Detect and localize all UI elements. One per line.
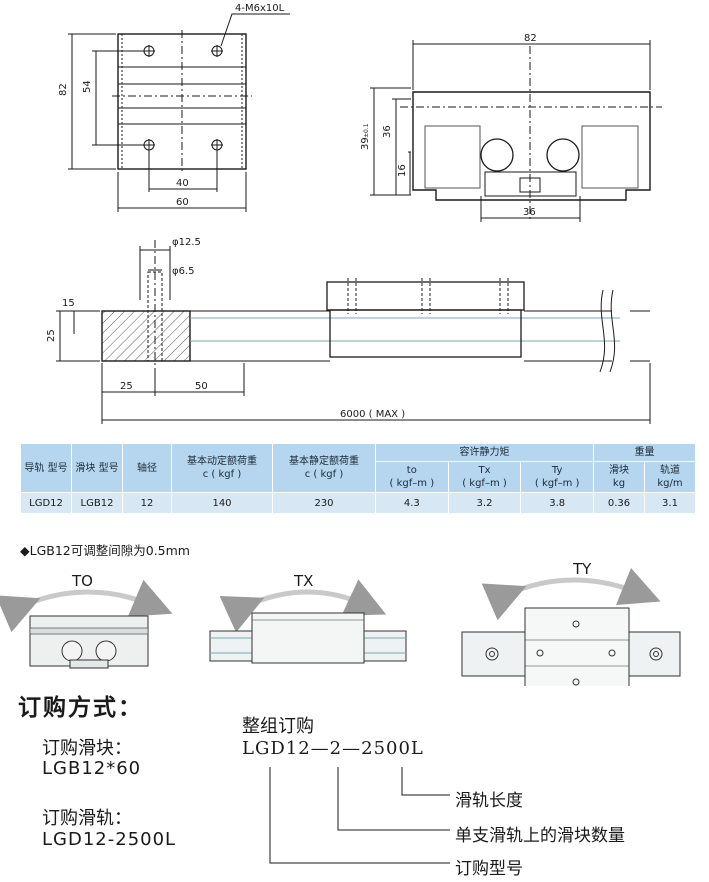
dim-82-end: 82	[524, 33, 537, 44]
dim-40: 40	[176, 178, 189, 189]
header-tx-unit: ( kgf–m )	[462, 478, 507, 489]
order-block-code: LGB12*60	[42, 758, 142, 779]
clearance-note: ◆LGB12可调整间隙为0.5mm	[20, 543, 190, 558]
header-weight-rail-unit: kg/m	[657, 478, 683, 489]
code-callout-lines	[269, 767, 450, 864]
cell-tx: 3.2	[447, 492, 522, 514]
cell-rail-model: LGD12	[20, 492, 72, 514]
dim-6000-max: 6000 ( MAX )	[340, 409, 405, 420]
header-static-load-unit: c ( kgf )	[304, 469, 344, 480]
cell-to: 4.3	[375, 492, 449, 514]
dim-15: 15	[62, 298, 75, 309]
tx-diagram: TX	[209, 572, 407, 664]
dim-dia-12-5: φ12.5	[172, 237, 201, 248]
block-top-view	[68, 13, 290, 212]
dim-16: 16	[397, 164, 408, 177]
header-static-load: 基本静定额荷重	[289, 456, 359, 467]
order-block-label: 订购滑块：	[42, 738, 132, 759]
to-label: TO	[71, 572, 93, 590]
dim-39-tolerance: ±0.1	[363, 123, 370, 138]
header-weight-rail: 轨道	[660, 465, 680, 476]
block-end-view	[370, 40, 662, 222]
order-rail-label: 订购滑轨：	[42, 808, 132, 829]
header-weight-block-unit: kg	[612, 478, 626, 489]
table-row: LGD12 LGB12 12 140 230 4.3 3.2 3.8 0.36 …	[20, 492, 696, 514]
cell-static-load: 230	[272, 492, 376, 514]
dim-50: 50	[195, 381, 208, 392]
cell-dynamic-load: 140	[171, 492, 273, 514]
order-rail-code: LGD12-2500L	[42, 829, 177, 850]
callout-rail-length: 滑轨长度	[455, 791, 523, 811]
dim-82-vertical: 82	[58, 83, 69, 96]
technical-drawings: 4-M6x10L 82 54 40 60 82 39 ±0.1 36 16 36…	[46, 3, 662, 424]
to-diagram: TO	[0, 572, 173, 669]
cell-shaft-dia: 12	[122, 492, 172, 514]
header-block-model: 滑块 型号	[75, 462, 119, 474]
header-tx: Tx	[478, 465, 491, 476]
dim-36-vertical: 36	[382, 125, 393, 138]
header-dynamic-load-unit: c ( kgf )	[202, 469, 242, 480]
header-shaft-dia: 轴径	[137, 462, 157, 474]
table-header-row: 导轨 型号 滑块 型号 轴径 基本动定额荷重 c ( kgf ) 基本静定额荷重 c…	[20, 443, 696, 493]
header-ty-unit: ( kgf–m )	[534, 478, 580, 489]
dim-dia-6-5: φ6.5	[172, 266, 195, 277]
dim-36-horizontal: 36	[523, 207, 536, 218]
cell-weight-rail: 3.1	[644, 492, 696, 514]
spec-table: 导轨 型号 滑块 型号 轴径 基本动定额荷重 c ( kgf ) 基本静定额荷重 c…	[20, 443, 696, 514]
header-to: to	[406, 465, 417, 476]
set-order-code: LGD12—2—2500L	[242, 738, 424, 759]
tx-label: TX	[293, 572, 313, 590]
header-ty: Ty	[551, 465, 563, 476]
dim-54: 54	[82, 80, 93, 93]
ty-label: TY	[572, 560, 592, 578]
callout-order-model: 订购型号	[455, 859, 523, 879]
moment-diagrams: TO TX TY	[0, 560, 681, 686]
dim-39: 39	[360, 137, 371, 150]
dim-25-horizontal: 25	[120, 381, 133, 392]
ordering-title: 订购方式：	[18, 695, 143, 721]
header-to-unit: ( kgf–m )	[389, 478, 435, 489]
ty-diagram: TY	[461, 560, 681, 686]
header-static-moment: 容许静力矩	[459, 447, 510, 458]
set-order-title: 整组订购	[242, 716, 314, 737]
hole-spec-label: 4-M6x10L	[235, 3, 285, 14]
header-weight: 重量	[634, 447, 655, 458]
rail-side-view	[56, 240, 651, 424]
header-dynamic-load: 基本动定额荷重	[187, 456, 257, 467]
cell-weight-block: 0.36	[593, 492, 645, 514]
header-rail-model: 导轨 型号	[24, 462, 68, 474]
callout-block-count: 单支滑轨上的滑块数量	[455, 826, 625, 846]
cell-ty: 3.8	[520, 492, 594, 514]
dim-60: 60	[176, 197, 189, 208]
dim-25-vertical: 25	[46, 329, 57, 342]
header-weight-block: 滑块	[609, 465, 629, 476]
table-subheader-row: to ( kgf–m ) Tx ( kgf–m ) Ty ( kgf–m ) 滑块 kg…	[21, 461, 696, 493]
cell-block-model: LGB12	[71, 492, 123, 514]
